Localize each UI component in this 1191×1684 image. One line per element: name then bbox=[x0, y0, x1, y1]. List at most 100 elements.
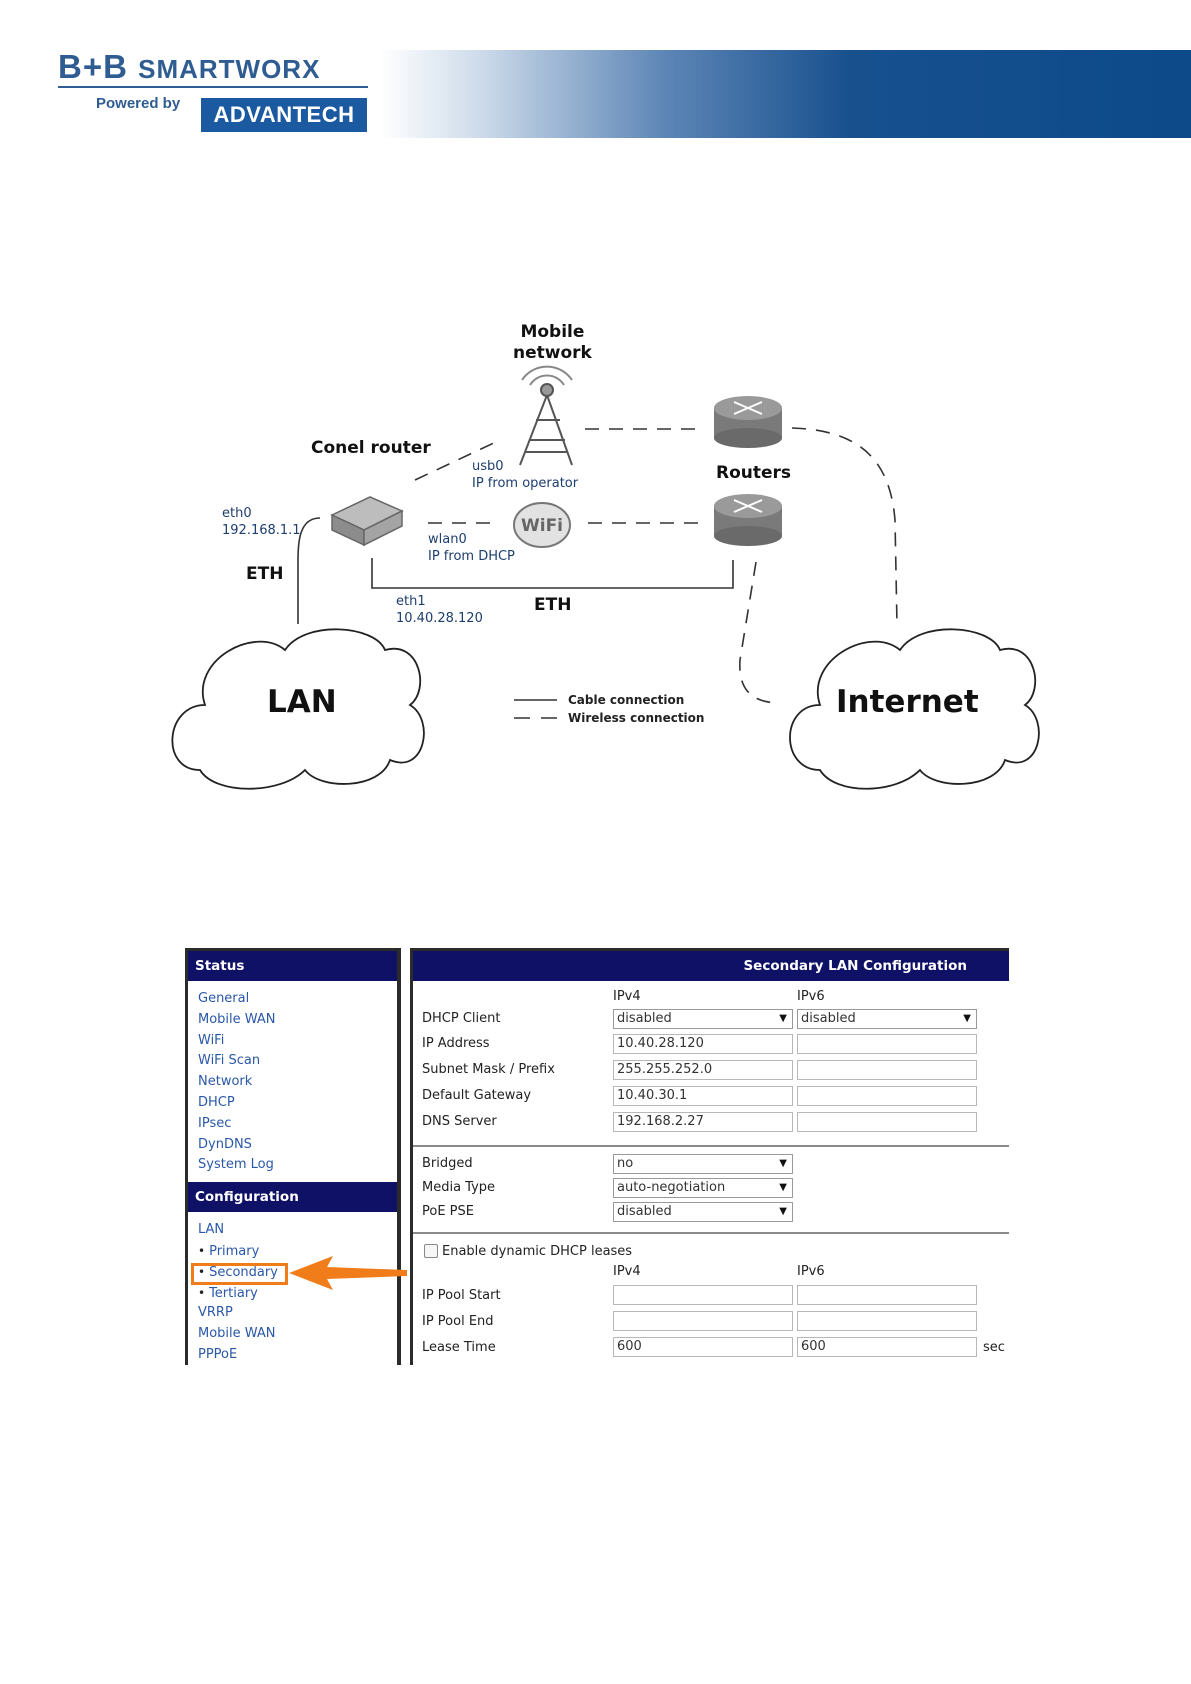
pool-end-ipv4-input[interactable] bbox=[613, 1311, 793, 1331]
gateway-ipv6-input[interactable] bbox=[797, 1086, 977, 1106]
status-section-title: Status bbox=[188, 951, 397, 981]
chevron-down-icon: ▼ bbox=[779, 1182, 787, 1193]
media-type-row: Media Type auto-negotiation▼ bbox=[413, 1176, 1009, 1200]
configuration-section-title: Configuration bbox=[188, 1182, 397, 1213]
ipv4-column-header: IPv4 bbox=[613, 989, 641, 1004]
internet-cloud bbox=[789, 628, 1040, 790]
highlight-arrow-icon bbox=[289, 1256, 407, 1290]
bridged-select[interactable]: no▼ bbox=[613, 1154, 793, 1174]
cell-tower-icon bbox=[519, 365, 573, 466]
advantech-logo: ADVANTECH bbox=[201, 98, 367, 132]
router-icon-1 bbox=[714, 396, 782, 448]
configuration-menu: LAN •Primary •Secondary •Tertiary VRRP M… bbox=[188, 1212, 397, 1365]
secondary-highlight-box bbox=[191, 1263, 288, 1285]
enable-dhcp-row: Enable dynamic DHCP leases bbox=[413, 1240, 1009, 1264]
status-menu: General Mobile WAN WiFi WiFi Scan Networ… bbox=[188, 981, 397, 1182]
gateway-ipv4-input[interactable]: 10.40.30.1 bbox=[613, 1086, 793, 1106]
eth-bottom-label: ETH bbox=[534, 595, 572, 615]
secondary-lan-panel: Secondary LAN Configuration IPv4 IPv6 DH… bbox=[410, 948, 1009, 1365]
section-divider bbox=[413, 1145, 1009, 1147]
pool-start-ipv6-input[interactable] bbox=[797, 1285, 977, 1305]
enable-dhcp-label: Enable dynamic DHCP leases bbox=[442, 1244, 633, 1259]
pool-end-ipv6-input[interactable] bbox=[797, 1311, 977, 1331]
bullet: • bbox=[198, 1285, 206, 1300]
chevron-down-icon: ▼ bbox=[779, 1013, 787, 1024]
pool-end-row: IP Pool End bbox=[413, 1310, 1009, 1334]
media-type-label: Media Type bbox=[422, 1180, 496, 1195]
ip-address-label: IP Address bbox=[422, 1036, 490, 1051]
bridged-row: Bridged no▼ bbox=[413, 1152, 1009, 1176]
subnet-label: Subnet Mask / Prefix bbox=[422, 1062, 555, 1077]
diagram-graphics: WiFi bbox=[171, 365, 1040, 790]
conel-router-icon bbox=[330, 496, 404, 547]
router-web-ui: Status General Mobile WAN WiFi WiFi Scan… bbox=[185, 948, 1009, 1365]
chevron-down-icon: ▼ bbox=[779, 1158, 787, 1169]
poe-row: PoE PSE disabled▼ bbox=[413, 1200, 1009, 1224]
link-router1-internet bbox=[791, 427, 898, 626]
lease-time-row: Lease Time 600 600 sec bbox=[413, 1336, 1009, 1360]
dns-row: DNS Server 192.168.2.27 bbox=[413, 1110, 1009, 1134]
sidebar-item-primary[interactable]: •Primary bbox=[198, 1243, 260, 1259]
sidebar-item-system-log[interactable]: System Log bbox=[198, 1157, 274, 1173]
sidebar-item-ipsec[interactable]: IPsec bbox=[198, 1115, 232, 1131]
sidebar-item-network[interactable]: Network bbox=[198, 1074, 253, 1090]
lease-time-ipv6-input[interactable]: 600 bbox=[797, 1337, 977, 1357]
subnet-ipv6-input[interactable] bbox=[797, 1060, 977, 1080]
sidebar: Status General Mobile WAN WiFi WiFi Scan… bbox=[185, 948, 401, 1365]
sidebar-item-pppoe[interactable]: PPPoE bbox=[198, 1346, 238, 1362]
sidebar-item-dhcp[interactable]: DHCP bbox=[198, 1094, 235, 1110]
ipv6-column-header: IPv6 bbox=[797, 1264, 825, 1279]
header-banner bbox=[380, 50, 1191, 138]
sidebar-item-tertiary[interactable]: •Tertiary bbox=[198, 1285, 258, 1301]
wifi-icon-label: WiFi bbox=[521, 516, 563, 536]
lease-time-unit: sec bbox=[983, 1340, 1005, 1355]
dns-ipv6-input[interactable] bbox=[797, 1112, 977, 1132]
pool-start-row: IP Pool Start bbox=[413, 1284, 1009, 1308]
chevron-down-icon: ▼ bbox=[963, 1013, 971, 1024]
sidebar-item-wifi[interactable]: WiFi bbox=[198, 1032, 225, 1048]
powered-by-text: Powered by bbox=[96, 95, 181, 112]
bullet: • bbox=[198, 1243, 206, 1258]
subnet-ipv4-input[interactable]: 255.255.252.0 bbox=[613, 1060, 793, 1080]
dhcp-client-ipv6-select[interactable]: disabled▼ bbox=[797, 1009, 977, 1029]
section-divider bbox=[413, 1232, 1009, 1234]
internet-label: Internet bbox=[836, 684, 979, 720]
pool-start-label: IP Pool Start bbox=[422, 1288, 501, 1303]
dhcp-client-row: DHCP Client disabled▼ disabled▼ bbox=[413, 1007, 1009, 1031]
link-router-tower bbox=[414, 440, 499, 481]
ipv4-column-header: IPv4 bbox=[613, 1264, 641, 1279]
sidebar-item-dyndns[interactable]: DynDNS bbox=[198, 1136, 252, 1152]
legend-cable-text: Cable connection bbox=[568, 693, 685, 707]
sidebar-item-wifi-scan[interactable]: WiFi Scan bbox=[198, 1053, 261, 1069]
sidebar-item-lan[interactable]: LAN bbox=[198, 1222, 225, 1238]
lan-cloud bbox=[171, 628, 425, 790]
sidebar-item-mobile-wan-status[interactable]: Mobile WAN bbox=[198, 1011, 276, 1027]
media-type-select[interactable]: auto-negotiation▼ bbox=[613, 1178, 793, 1198]
legend-wireless-text: Wireless connection bbox=[568, 711, 705, 725]
sidebar-item-mobile-wan-config[interactable]: Mobile WAN bbox=[198, 1326, 276, 1342]
sidebar-item-general[interactable]: General bbox=[198, 991, 250, 1006]
pool-start-ipv4-input[interactable] bbox=[613, 1285, 793, 1305]
cable-eth1 bbox=[371, 558, 734, 589]
sidebar-item-secondary[interactable]: •Secondary bbox=[198, 1264, 278, 1280]
lease-time-label: Lease Time bbox=[422, 1340, 496, 1355]
ip-address-ipv6-input[interactable] bbox=[797, 1034, 977, 1054]
enable-dhcp-checkbox[interactable] bbox=[424, 1244, 438, 1258]
ipv6-column-header: IPv6 bbox=[797, 989, 825, 1004]
sidebar-item-vrrp[interactable]: VRRP bbox=[198, 1305, 233, 1321]
poe-label: PoE PSE bbox=[422, 1204, 474, 1219]
dhcp-client-ipv4-select[interactable]: disabled▼ bbox=[613, 1009, 793, 1029]
link-router2-internet bbox=[739, 561, 779, 704]
dns-ipv4-input[interactable]: 192.168.2.27 bbox=[613, 1112, 793, 1132]
gateway-row: Default Gateway 10.40.30.1 bbox=[413, 1084, 1009, 1108]
cable-eth0 bbox=[297, 517, 321, 624]
ip-address-ipv4-input[interactable]: 10.40.28.120 bbox=[613, 1034, 793, 1054]
lease-time-ipv4-input[interactable]: 600 bbox=[613, 1337, 793, 1357]
poe-select[interactable]: disabled▼ bbox=[613, 1202, 793, 1222]
